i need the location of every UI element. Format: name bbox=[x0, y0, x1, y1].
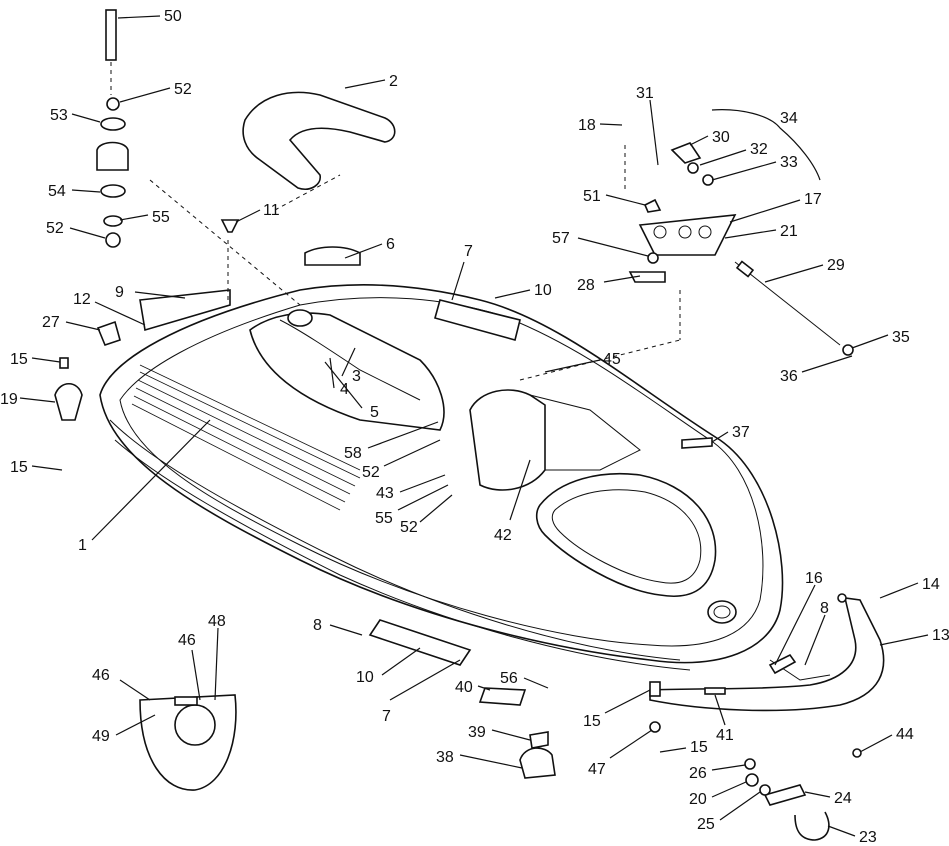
callout-29: 29 bbox=[827, 257, 845, 274]
callout-44: 44 bbox=[896, 726, 914, 743]
callout-7: 7 bbox=[382, 708, 391, 725]
callout-15: 15 bbox=[690, 739, 708, 756]
callout-52: 52 bbox=[174, 81, 192, 98]
callout-43: 43 bbox=[376, 485, 394, 502]
callout-48: 48 bbox=[208, 613, 226, 630]
callout-6: 6 bbox=[386, 236, 395, 253]
callout-40: 40 bbox=[455, 679, 473, 696]
callout-46: 46 bbox=[92, 667, 110, 684]
callout-8: 8 bbox=[313, 617, 322, 634]
callout-11: 11 bbox=[263, 202, 280, 219]
callout-52: 52 bbox=[400, 519, 418, 536]
callout-47: 47 bbox=[588, 761, 606, 778]
callout-20: 20 bbox=[689, 791, 707, 808]
callout-23: 23 bbox=[859, 829, 877, 846]
callout-7: 7 bbox=[464, 243, 473, 260]
callout-13: 13 bbox=[932, 627, 949, 644]
callout-31: 31 bbox=[636, 85, 654, 102]
callout-46: 46 bbox=[178, 632, 196, 649]
callout-14: 14 bbox=[922, 576, 940, 593]
callout-1: 1 bbox=[78, 537, 87, 554]
callout-18: 18 bbox=[578, 117, 596, 134]
callout-9: 9 bbox=[115, 284, 124, 301]
callout-15: 15 bbox=[10, 351, 28, 368]
callout-16: 16 bbox=[805, 570, 823, 587]
callout-28: 28 bbox=[577, 277, 595, 294]
hull-body bbox=[99, 283, 784, 671]
callout-37: 37 bbox=[732, 424, 750, 441]
callout-4: 4 bbox=[340, 381, 349, 398]
callout-55: 55 bbox=[152, 209, 170, 226]
callout-42: 42 bbox=[494, 527, 512, 544]
hardware-parts bbox=[54, 9, 862, 841]
engine-mount bbox=[139, 694, 237, 791]
callout-32: 32 bbox=[750, 141, 768, 158]
callout-5: 5 bbox=[370, 404, 379, 421]
callout-27: 27 bbox=[42, 314, 60, 331]
callout-39: 39 bbox=[468, 724, 486, 741]
callout-12: 12 bbox=[73, 291, 91, 308]
callout-24: 24 bbox=[834, 790, 852, 807]
callout-3: 3 bbox=[352, 368, 361, 385]
callout-26: 26 bbox=[689, 765, 707, 782]
handle-pole bbox=[242, 91, 396, 190]
callout-36: 36 bbox=[780, 368, 798, 385]
callout-17: 17 bbox=[804, 191, 822, 208]
callout-8: 8 bbox=[820, 600, 829, 617]
callout-34: 34 bbox=[780, 110, 798, 127]
callout-30: 30 bbox=[712, 129, 730, 146]
callout-56: 56 bbox=[500, 670, 518, 687]
callout-19: 19 bbox=[0, 391, 18, 408]
callout-35: 35 bbox=[892, 329, 910, 346]
callout-2: 2 bbox=[389, 73, 398, 90]
callout-55: 55 bbox=[375, 510, 393, 527]
callout-33: 33 bbox=[780, 154, 798, 171]
callout-51: 51 bbox=[583, 188, 601, 205]
callout-25: 25 bbox=[697, 816, 715, 833]
callout-57: 57 bbox=[552, 230, 570, 247]
callout-21: 21 bbox=[780, 223, 798, 240]
callout-10: 10 bbox=[534, 282, 552, 299]
callout-10: 10 bbox=[356, 669, 374, 686]
callout-52: 52 bbox=[46, 220, 64, 237]
callouts: 50 52 53 54 55 52 2 11 6 9 12 27 15 19 1… bbox=[0, 8, 949, 846]
callout-52: 52 bbox=[362, 464, 380, 481]
callout-54: 54 bbox=[48, 183, 66, 200]
callout-58: 58 bbox=[344, 445, 362, 462]
callout-53: 53 bbox=[50, 107, 68, 124]
callout-49: 49 bbox=[92, 728, 110, 745]
callout-45: 45 bbox=[603, 351, 621, 368]
callout-50: 50 bbox=[164, 8, 182, 25]
callout-41: 41 bbox=[716, 727, 734, 744]
callout-38: 38 bbox=[436, 749, 454, 766]
callout-15: 15 bbox=[583, 713, 601, 730]
callout-15: 15 bbox=[10, 459, 28, 476]
